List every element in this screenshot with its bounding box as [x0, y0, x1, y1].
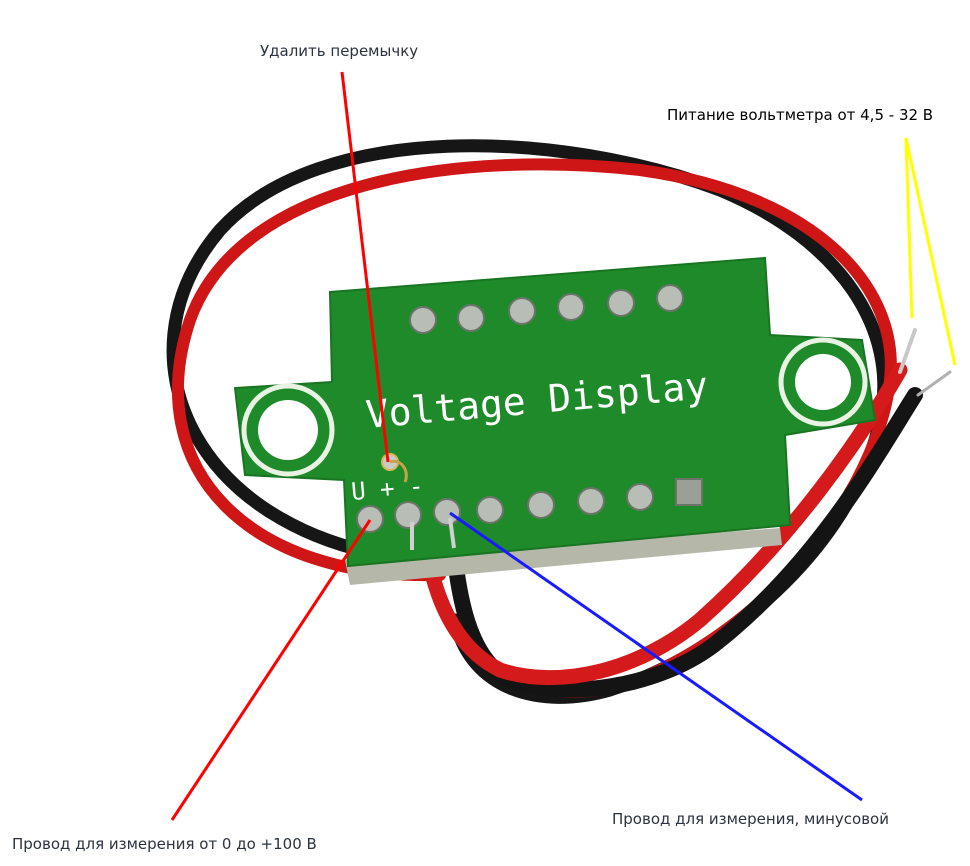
mount-hole-right	[795, 354, 851, 410]
pin	[508, 297, 536, 325]
pointer-lines	[170, 71, 957, 821]
pointer-measure-minus	[449, 511, 863, 802]
pin	[457, 304, 485, 332]
pin-square	[675, 478, 703, 506]
wire-tip-black	[916, 370, 952, 397]
pins-top-row	[409, 284, 684, 334]
pin	[433, 498, 461, 526]
label-measure-positive: Провод для измерения от 0 до +100 В	[12, 835, 317, 853]
pin	[476, 496, 504, 524]
pcb-shadow	[345, 528, 782, 585]
pin	[577, 487, 605, 515]
label-measure-negative: Провод для измерения, минусовой	[612, 810, 889, 828]
jumper-wire	[389, 459, 408, 483]
pin	[626, 483, 654, 511]
pins-bottom-row	[356, 478, 703, 533]
lead-wire-minus	[448, 517, 456, 549]
wire-loop	[166, 139, 952, 704]
mount-hole-left	[258, 400, 318, 460]
pin	[656, 284, 684, 312]
pin	[557, 293, 585, 321]
pin	[527, 491, 555, 519]
pcb-body	[233, 256, 877, 568]
black-wire-right	[447, 387, 923, 698]
pointer-measure-plus	[170, 519, 372, 821]
pcb-board: Voltage Display U + -	[233, 256, 877, 585]
pointer-power-red	[904, 137, 914, 319]
label-remove-jumper: Удалить перемычку	[260, 42, 419, 60]
mount-hole-right-ring	[778, 337, 868, 427]
pointer-power-black	[904, 137, 957, 366]
pointer-remove-jumper	[340, 71, 390, 463]
red-wire-right	[422, 362, 908, 686]
label-power-supply: Питание вольтметра от 4,5 - 32 В	[667, 106, 934, 124]
pin	[356, 505, 384, 533]
pin	[607, 289, 635, 317]
wire-tip-red	[898, 328, 917, 374]
mount-hole-left-ring	[241, 383, 335, 477]
pin	[394, 501, 422, 529]
pin	[409, 306, 437, 334]
board-pin-markings: U + -	[350, 472, 424, 506]
